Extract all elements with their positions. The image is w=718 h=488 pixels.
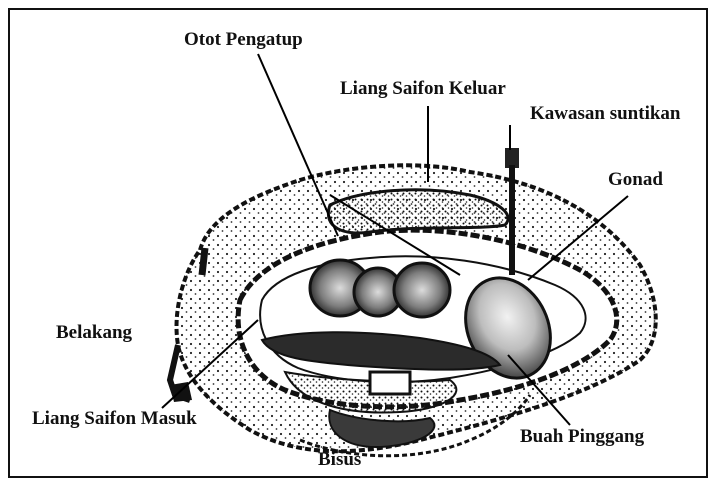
label-liang-saifon-masuk: Liang Saifon Masuk: [32, 409, 197, 428]
label-bisus: Bisus: [318, 450, 361, 469]
muscle-3: [394, 263, 450, 317]
label-belakang: Belakang: [56, 323, 132, 342]
label-liang-saifon-keluar: Liang Saifon Keluar: [340, 79, 506, 98]
label-otot-pengatup: Otot Pengatup: [184, 30, 303, 49]
adductor-muscles: [310, 260, 450, 317]
label-kawasan-suntikan: Kawasan suntikan: [530, 104, 680, 123]
label-buah-pinggang: Buah Pinggang: [520, 427, 644, 446]
shell-notch-top: [202, 248, 205, 275]
label-gonad: Gonad: [608, 170, 663, 189]
foot-block: [370, 372, 410, 394]
dark-patch-left: [170, 382, 192, 402]
